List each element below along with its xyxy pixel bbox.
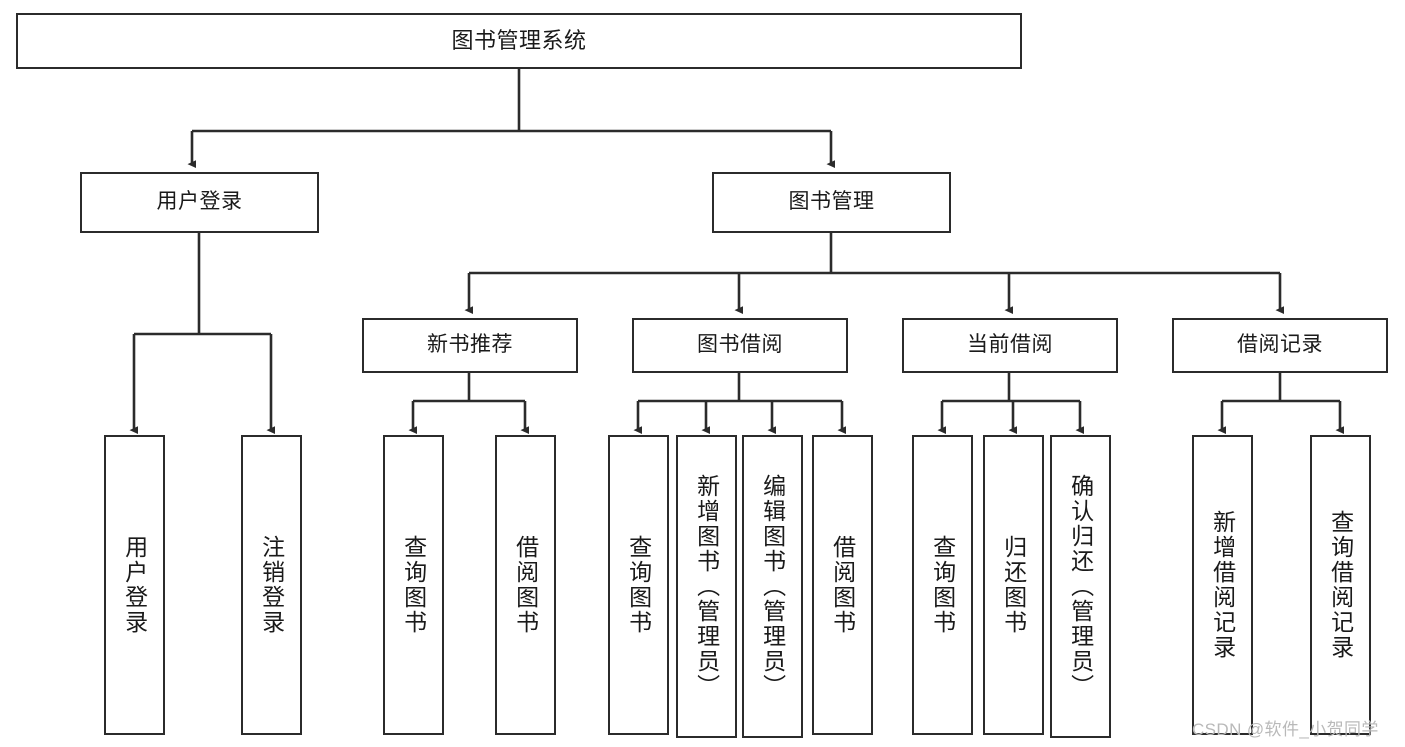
node-label: 归还图书 bbox=[1000, 535, 1027, 635]
leaf-borrow-books-new[interactable]: 借阅图书 bbox=[495, 435, 556, 735]
leaf-user-login[interactable]: 用户登录 bbox=[104, 435, 165, 735]
node-label: 查询图书 bbox=[625, 535, 652, 635]
leaf-add-borrow-record[interactable]: 新增借阅记录 bbox=[1192, 435, 1253, 735]
leaf-confirm-return-admin[interactable]: 确认归还（管理员） bbox=[1050, 435, 1111, 738]
leaf-logout[interactable]: 注销登录 bbox=[241, 435, 302, 735]
node-label: 新增借阅记录 bbox=[1209, 510, 1236, 660]
node-current-borrowing[interactable]: 当前借阅 bbox=[902, 318, 1118, 373]
node-label: 用户登录 bbox=[121, 535, 148, 635]
node-label: 注销登录 bbox=[258, 535, 285, 635]
leaf-query-books-new[interactable]: 查询图书 bbox=[383, 435, 444, 735]
leaf-query-books-current[interactable]: 查询图书 bbox=[912, 435, 973, 735]
node-root-book-management-system[interactable]: 图书管理系统 bbox=[16, 13, 1022, 69]
node-label: 查询借阅记录 bbox=[1327, 510, 1354, 660]
node-label: 编辑图书（管理员） bbox=[759, 474, 786, 699]
node-label: 图书借阅 bbox=[697, 333, 783, 357]
node-label: 图书管理 bbox=[788, 190, 875, 214]
node-new-book-recommendation[interactable]: 新书推荐 bbox=[362, 318, 578, 373]
node-user-login[interactable]: 用户登录 bbox=[80, 172, 319, 233]
node-label: 新书推荐 bbox=[427, 333, 513, 357]
leaf-query-books-borrow[interactable]: 查询图书 bbox=[608, 435, 669, 735]
node-label: 查询图书 bbox=[929, 535, 956, 635]
node-book-borrowing[interactable]: 图书借阅 bbox=[632, 318, 848, 373]
leaf-query-borrow-record[interactable]: 查询借阅记录 bbox=[1310, 435, 1371, 735]
leaf-add-book-admin[interactable]: 新增图书（管理员） bbox=[676, 435, 737, 738]
node-label: 当前借阅 bbox=[967, 333, 1053, 357]
node-label: 借阅图书 bbox=[512, 535, 539, 635]
csdn-watermark: CSDN @软件_小贺同学 bbox=[1192, 720, 1379, 739]
leaf-return-books[interactable]: 归还图书 bbox=[983, 435, 1044, 735]
node-borrowing-records[interactable]: 借阅记录 bbox=[1172, 318, 1388, 373]
node-label: 查询图书 bbox=[400, 535, 427, 635]
node-label: 确认归还（管理员） bbox=[1067, 474, 1094, 699]
node-label: 借阅图书 bbox=[829, 535, 856, 635]
leaf-edit-book-admin[interactable]: 编辑图书（管理员） bbox=[742, 435, 803, 738]
node-label: 用户登录 bbox=[156, 190, 243, 214]
node-book-management[interactable]: 图书管理 bbox=[712, 172, 951, 233]
leaf-borrow-books[interactable]: 借阅图书 bbox=[812, 435, 873, 735]
node-label: 图书管理系统 bbox=[451, 27, 587, 53]
node-label: 新增图书（管理员） bbox=[693, 474, 720, 699]
node-label: 借阅记录 bbox=[1237, 333, 1323, 357]
